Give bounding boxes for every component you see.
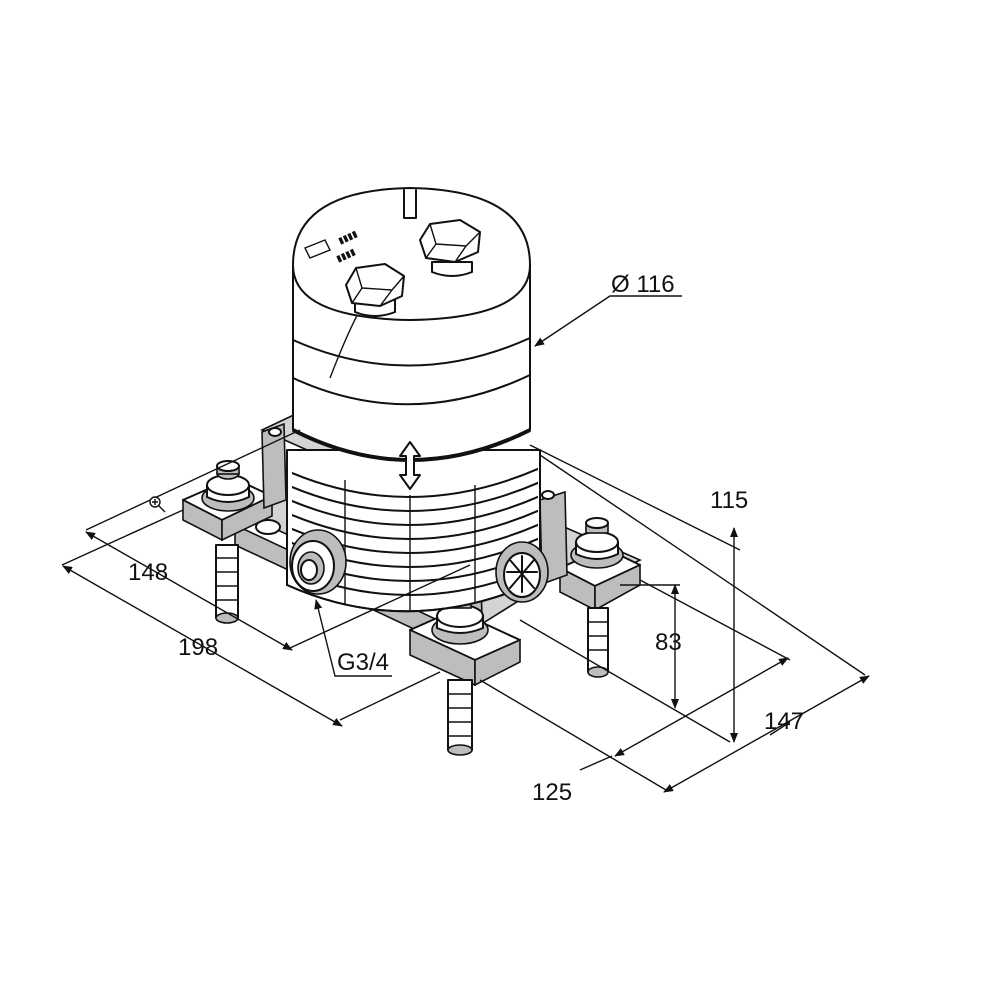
plug-right — [419, 219, 481, 277]
height-inlet-label: 83 — [655, 629, 682, 656]
double-arrow-icon — [399, 441, 421, 490]
height-total-label: 115 — [710, 487, 748, 514]
diameter-label: Ø 116 — [611, 271, 675, 298]
dimension-lines — [61, 295, 870, 793]
inlet-right — [495, 541, 549, 603]
width-left-outer-label: 198 — [178, 634, 218, 661]
inlet-left — [289, 529, 347, 595]
dimension-labels: Ø 116 115 83 148 198 147 125 G3/4 — [128, 271, 804, 806]
thread-label: G3/4 — [337, 649, 389, 676]
nut-right — [570, 517, 624, 569]
width-left-inner-label: 148 — [128, 559, 168, 586]
width-right-inner-label: 125 — [532, 779, 572, 806]
nuts — [201, 460, 624, 645]
plug-left — [345, 263, 405, 317]
width-right-outer-label: 147 — [764, 708, 804, 735]
zoom-in-icon[interactable] — [149, 496, 166, 513]
nut-left — [201, 460, 255, 512]
